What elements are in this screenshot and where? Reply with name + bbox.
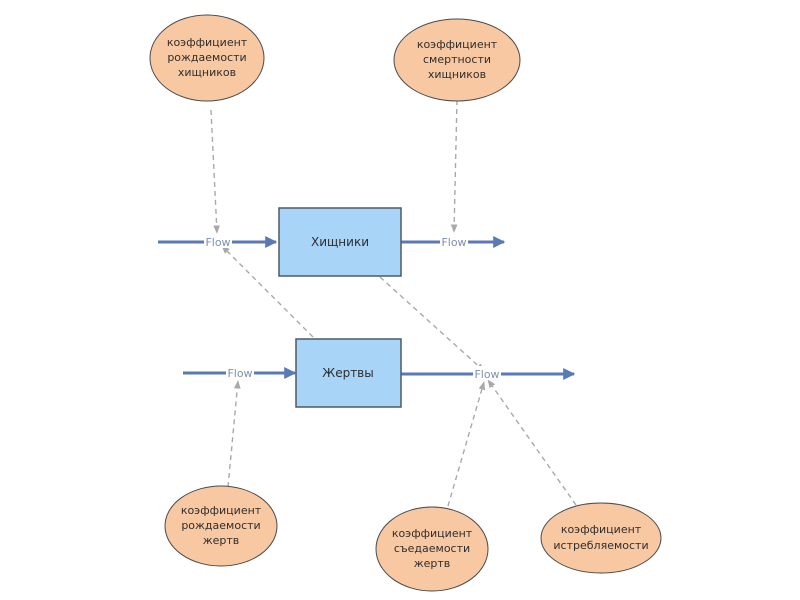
param-predator-birth-rate-line-3: хищников	[178, 66, 236, 79]
stock-prey-label: Жертвы	[322, 366, 373, 380]
flow-prey-out[interactable]: Flow	[401, 366, 576, 381]
param-predator-death-rate[interactable]: коэффициент смертности хищников	[393, 18, 521, 102]
link-prey-eaten-to-prey-outflow	[447, 381, 486, 507]
param-predator-death-rate-line-3: хищников	[428, 68, 486, 81]
param-predator-death-rate-line-1: коэффициент	[417, 38, 498, 51]
param-predator-birth-rate[interactable]: коэффициент рождаемости хищников	[149, 14, 265, 102]
link-predator-death-to-predators-outflow	[450, 99, 458, 233]
flow-predators-in-label: Flow	[205, 236, 230, 249]
param-predator-death-rate-shape	[393, 18, 521, 102]
param-prey-birth-rate-line-1: коэффициент	[181, 504, 262, 517]
stock-predators[interactable]: Хищники	[278, 207, 402, 277]
stock-prey-box	[295, 338, 402, 408]
influence-links	[210, 99, 577, 507]
param-prey-eaten-rate[interactable]: коэффициент съедаемости жертв	[375, 506, 489, 592]
flow-prey-in[interactable]: Flow	[183, 365, 297, 380]
flow-predators-out[interactable]: Flow	[401, 234, 506, 249]
param-prey-eaten-rate-line-3: жертв	[414, 557, 451, 570]
stock-predators-box	[278, 207, 402, 277]
param-prey-birth-rate-shape	[164, 485, 278, 567]
param-extermination-rate-line-1: коэффициент	[561, 523, 642, 536]
param-prey-birth-rate[interactable]: коэффициент рождаемости жертв	[164, 485, 278, 567]
link-predator-birth-to-predators-inflow	[210, 109, 220, 234]
flow-prey-in-label-bg	[226, 365, 254, 379]
link-extermination-to-prey-outflow	[487, 379, 577, 506]
param-extermination-rate[interactable]: коэффициент истребляемости	[540, 502, 662, 574]
param-predator-birth-rate-shape	[149, 14, 265, 102]
param-prey-birth-rate-line-2: рождаемости	[181, 519, 260, 532]
param-prey-eaten-rate-line-2: съедаемости	[394, 542, 470, 555]
flow-predators-in[interactable]: Flow	[158, 234, 278, 249]
flow-predators-in-label-bg	[204, 234, 232, 248]
flow-prey-out-label: Flow	[474, 368, 499, 381]
stock-predators-label: Хищники	[311, 235, 369, 249]
flow-prey-out-label-bg	[473, 366, 501, 380]
param-prey-eaten-rate-line-1: коэффициент	[392, 527, 473, 540]
flow-predators-out-label-bg	[440, 234, 468, 248]
param-prey-birth-rate-line-3: жертв	[203, 534, 240, 547]
flow-prey-in-label: Flow	[227, 367, 252, 380]
stock-prey[interactable]: Жертвы	[295, 338, 402, 408]
link-prey-to-predators-inflow	[221, 245, 314, 338]
param-predator-death-rate-line-2: смертности	[423, 53, 491, 66]
param-prey-eaten-rate-shape	[375, 506, 489, 592]
flow-predators-out-label: Flow	[441, 236, 466, 249]
param-extermination-rate-line-2: истребляемости	[553, 539, 648, 552]
param-predator-birth-rate-line-1: коэффициент	[167, 36, 248, 49]
link-prey-birth-to-prey-inflow	[227, 380, 241, 488]
param-predator-birth-rate-line-2: рождаемости	[167, 51, 246, 64]
param-extermination-rate-shape	[540, 502, 662, 574]
